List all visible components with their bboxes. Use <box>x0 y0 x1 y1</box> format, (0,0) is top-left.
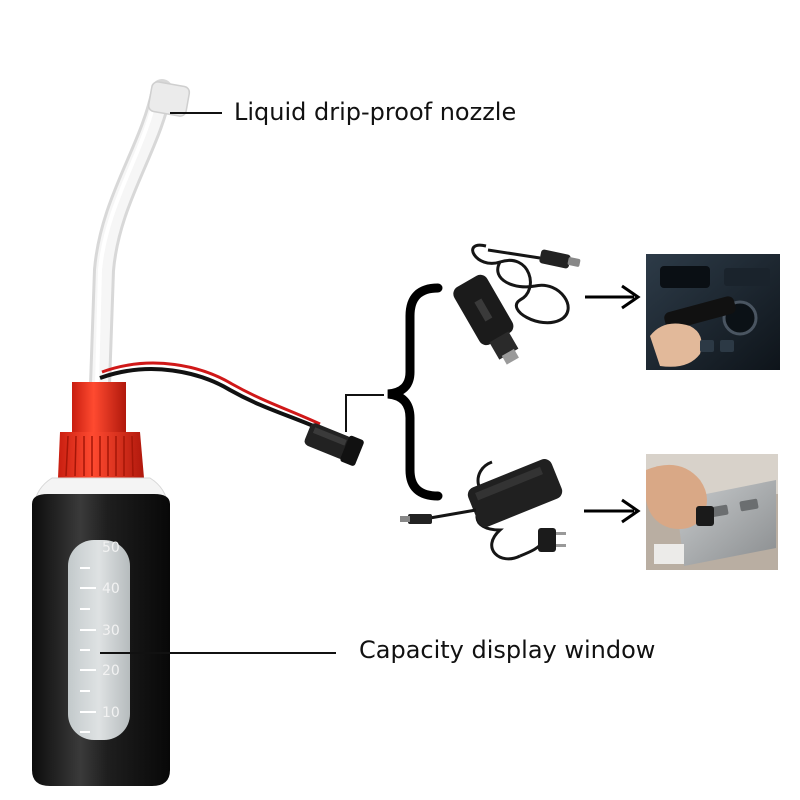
arrow-to-outlet-photo <box>584 498 641 524</box>
power-wire <box>99 361 321 430</box>
arrow-to-car-photo <box>585 284 641 310</box>
bottle-cap <box>58 382 144 478</box>
options-brace <box>387 283 443 501</box>
ac-power-adapter <box>400 459 566 561</box>
scale-mark-20: 20 <box>102 663 120 679</box>
nozzle-label: Liquid drip-proof nozzle <box>234 98 517 126</box>
scale-mark-50: 50 <box>102 540 120 556</box>
connector-line <box>345 394 384 432</box>
car-charger-adapter <box>453 243 581 365</box>
capacity-window-label: Capacity display window <box>359 636 656 664</box>
wall-outlet-photo <box>646 454 778 570</box>
scale-mark-10: 10 <box>102 705 120 721</box>
scale-mark-40: 40 <box>102 581 120 597</box>
scale-mark-30: 30 <box>102 623 120 639</box>
car-socket-photo <box>646 254 780 370</box>
dc-connector <box>304 423 364 466</box>
drip-proof-nozzle <box>89 79 191 396</box>
capacity-display-window: 50 40 30 20 10 <box>68 540 130 740</box>
